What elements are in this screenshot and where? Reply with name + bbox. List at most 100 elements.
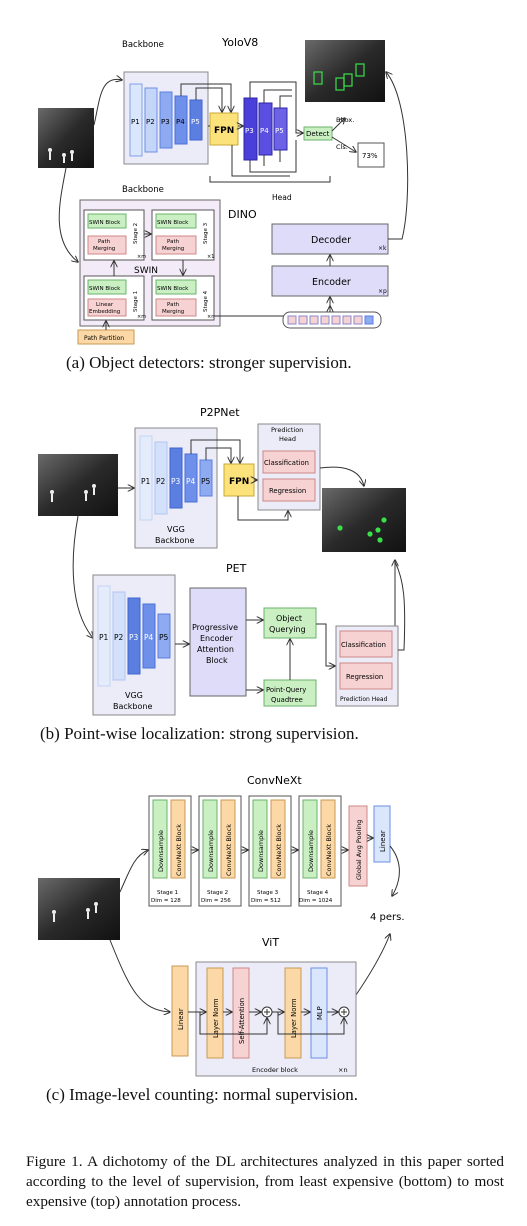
stage-4-label: Stage 4: [203, 290, 209, 312]
caption-b: (b) Point-wise localization: strong supe…: [40, 724, 359, 743]
p2p-vgg-l1: VGG: [167, 525, 185, 534]
xk-label: ×k: [378, 245, 387, 252]
panel-a: Backbone YoloV8 P1 P2 P3 P4 P5 FPN: [38, 36, 409, 345]
x1-s3: ×1: [207, 254, 214, 260]
p2p-title: P2PNet: [200, 406, 240, 419]
swin-block-s2: SWIN Block: [89, 220, 121, 226]
point-query-quadtree-box: [263, 679, 317, 707]
stage-3-dim: Dim = 512: [251, 898, 281, 904]
yolo-p4: P4: [176, 118, 185, 126]
swin-label: SWIN: [134, 266, 158, 276]
stage-1-label: Stage 1: [133, 291, 139, 312]
yolo-p2: P2: [146, 118, 155, 126]
pm-s4-l1: Path: [167, 302, 180, 308]
vit-title: ViT: [262, 936, 279, 949]
pet-regression: [339, 662, 393, 690]
xp-label: ×p: [378, 288, 387, 295]
le-s1-l2: Embedding: [89, 309, 120, 315]
stage-3-label: Stage 3: [203, 222, 209, 244]
bbox-label: Bbox.: [336, 116, 354, 124]
output-image-a: [305, 40, 385, 102]
cb-1: ConvNeXt Block: [175, 824, 183, 876]
head-label: Head: [272, 193, 292, 202]
p2p-p3: P3: [171, 477, 181, 486]
pm-s3-l2: Merging: [162, 246, 184, 252]
pet-regression-label: Regression: [346, 673, 383, 681]
output-image-b: [322, 488, 406, 552]
pm-s2-l2: Merging: [93, 246, 115, 252]
layer-norm-1-label: Layer Norm: [212, 998, 220, 1038]
pet-p3: P3: [129, 633, 139, 642]
stage-1-dim: Dim = 128: [151, 898, 181, 904]
oq-l2: Querying: [269, 625, 306, 634]
vit-linear-box: [171, 965, 189, 1057]
input-image-c: [38, 878, 120, 940]
yolo-connectors: [93, 79, 356, 183]
yolo-p3: P3: [161, 118, 170, 126]
pet-title: PET: [226, 562, 247, 575]
stage-4-dim: Dim = 1024: [299, 898, 333, 904]
xn-s4: ×n: [207, 314, 214, 320]
stage-1-name: Stage 1: [157, 890, 178, 896]
stage-3-name: Stage 3: [257, 890, 279, 896]
class-score-box: [357, 142, 385, 168]
swin-block-s3: SWIN Block: [157, 220, 189, 226]
p2p-regression-label: Regression: [269, 487, 306, 495]
pet-classification: [339, 630, 393, 658]
yolo-head-levels: [243, 97, 288, 161]
plus-icon: [341, 1009, 347, 1015]
caption-a: (a) Object detectors: stronger supervisi…: [66, 353, 352, 372]
yolo-fpn-label: FPN: [214, 126, 234, 136]
ds-1: Downsample: [157, 830, 165, 872]
yolo-head-p3: P3: [245, 127, 254, 135]
dino-title: DINO: [228, 208, 257, 221]
yolo-head-p4: P4: [260, 127, 269, 135]
convnext-stage-4: [298, 795, 342, 907]
pq-l2: Quadtree: [271, 696, 303, 704]
p2p-p1: P1: [141, 477, 151, 486]
pet-p4: P4: [144, 633, 154, 642]
gap-label: Global Avg Pooling: [355, 820, 363, 880]
backbone-label-mid: Backbone: [122, 185, 164, 195]
decoder-box: [271, 223, 389, 255]
class-score: 73%: [362, 152, 378, 160]
cls-label: Cls.: [336, 143, 348, 151]
yolo-p1: P1: [131, 118, 140, 126]
input-image-b: [38, 454, 118, 516]
layer-norm-1: [206, 967, 224, 1059]
stage-2-label: Stage 2: [133, 223, 139, 244]
global-avg-pooling-box: [348, 805, 368, 887]
vit-input-connector: [109, 939, 170, 1012]
yolo-title: YoloV8: [221, 36, 258, 49]
figure-caption: Figure 1. A dichotomy of the DL architec…: [26, 1153, 504, 1210]
pea-l4: Block: [206, 656, 228, 665]
dino-connectors: [330, 72, 409, 312]
pet-connectors: [175, 561, 406, 690]
p2p-fpn-label: FPN: [229, 477, 249, 487]
pq-l1: Point-Query: [266, 686, 306, 694]
swin-stage-4: [151, 275, 215, 321]
p2p-vgg-l2: Backbone: [155, 536, 194, 545]
le-s1-l1: Linear: [96, 302, 114, 308]
layer-norm-2-label: Layer Norm: [290, 998, 298, 1038]
encoder-label: Encoder: [312, 277, 351, 288]
backbone-label-top: Backbone: [122, 40, 164, 50]
yolo-backbone-levels: [129, 83, 203, 157]
yolo-p5: P5: [191, 118, 200, 126]
pea-l2: Encoder: [200, 634, 233, 643]
swin-block-s4: SWIN Block: [157, 286, 189, 292]
object-querying-box: [263, 607, 317, 639]
convnext-title: ConvNeXt: [247, 774, 302, 787]
xm-s2: ×m: [137, 254, 146, 260]
path-partition-label: Path Partition: [84, 335, 124, 342]
pm-s2-l1: Path: [98, 239, 111, 245]
pm-s4-l2: Merging: [162, 309, 184, 315]
stage-2-name: Stage 2: [207, 890, 228, 896]
p2p-classification: [262, 450, 316, 474]
pet-backbone-levels: [97, 585, 171, 687]
p2p-ph-l2: Head: [279, 435, 296, 443]
mlp-box: [310, 967, 328, 1059]
pea-box: [189, 587, 247, 697]
stage-4-name: Stage 4: [307, 890, 329, 896]
ds-4: Downsample: [307, 830, 315, 872]
